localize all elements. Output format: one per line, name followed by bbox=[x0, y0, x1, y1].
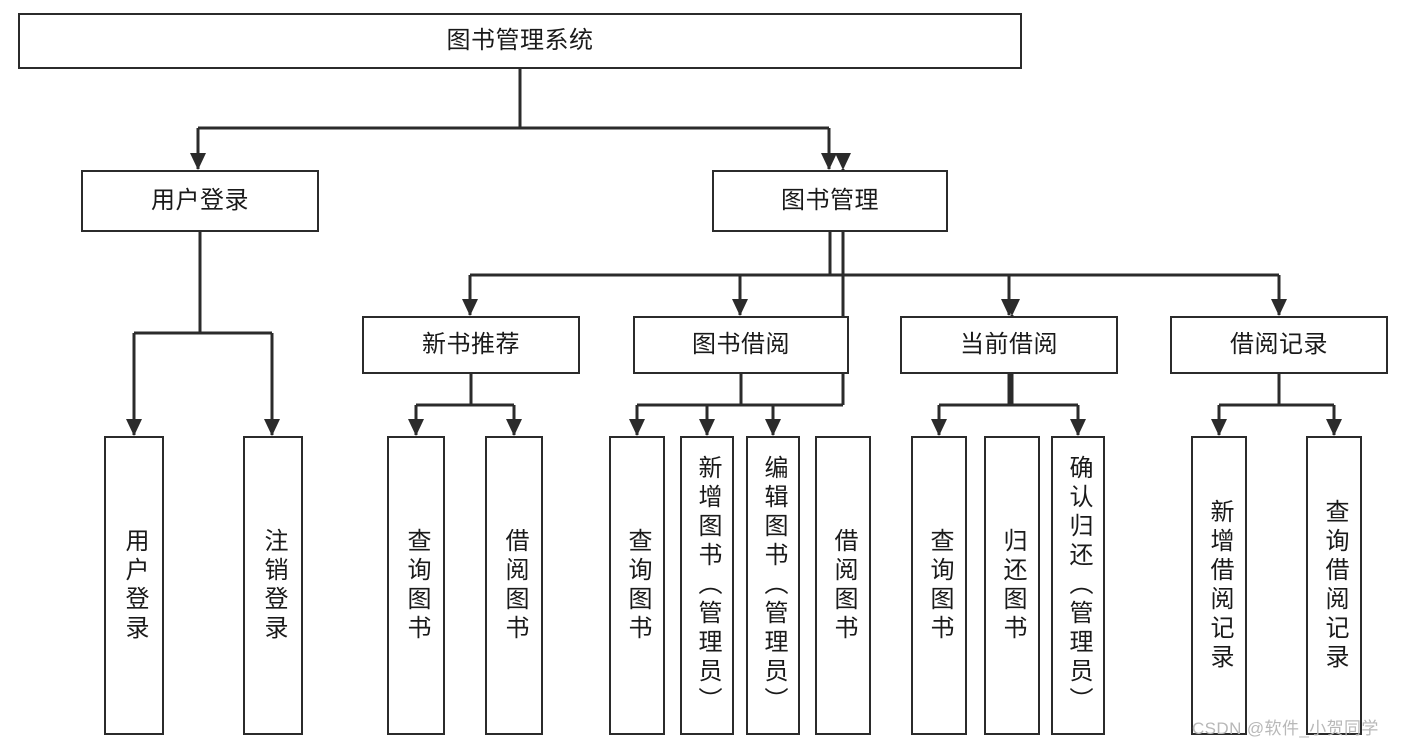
node-label: 借阅记录 bbox=[1230, 330, 1328, 358]
arrowhead-icon bbox=[629, 419, 645, 436]
node-label: 借阅图书 bbox=[501, 527, 528, 644]
arrowhead-icon bbox=[1070, 419, 1086, 436]
node-level3[interactable]: 借阅记录 bbox=[1170, 316, 1388, 374]
node-leaf[interactable]: 注销登录 bbox=[243, 436, 303, 735]
node-label: 查询图书 bbox=[926, 527, 953, 644]
node-level3[interactable]: 图书借阅 bbox=[633, 316, 849, 374]
arrowhead-icon bbox=[264, 419, 280, 436]
arrowhead-icon bbox=[1271, 299, 1287, 316]
node-label: 借阅图书 bbox=[830, 527, 857, 644]
node-leaf[interactable]: 查询图书 bbox=[387, 436, 445, 735]
arrowhead-icon bbox=[765, 419, 781, 436]
node-leaf[interactable]: 借阅图书 bbox=[815, 436, 871, 735]
node-leaf[interactable]: 用户登录 bbox=[104, 436, 164, 735]
arrowhead-icon bbox=[732, 299, 748, 316]
node-root[interactable]: 图书管理系统 bbox=[18, 13, 1022, 69]
node-leaf[interactable]: 查询图书 bbox=[911, 436, 967, 735]
node-leaf[interactable]: 查询图书 bbox=[609, 436, 665, 735]
arrowhead-icon bbox=[931, 419, 947, 436]
arrowhead-icon bbox=[821, 153, 837, 170]
arrowhead-icon bbox=[462, 299, 478, 316]
node-leaf[interactable]: 确认归还（管理员） bbox=[1051, 436, 1105, 735]
node-label: 注销登录 bbox=[260, 527, 287, 644]
node-label: 编辑图书（管理员） bbox=[760, 455, 787, 716]
arrowhead-icon bbox=[1326, 419, 1342, 436]
node-label: 当前借阅 bbox=[960, 330, 1058, 358]
node-label: 查询图书 bbox=[403, 527, 430, 644]
node-level2[interactable]: 图书管理 bbox=[712, 170, 948, 232]
node-leaf[interactable]: 归还图书 bbox=[984, 436, 1040, 735]
arrowhead-icon bbox=[506, 419, 522, 436]
node-label: 图书借阅 bbox=[692, 330, 790, 358]
node-label: 查询借阅记录 bbox=[1321, 498, 1348, 673]
node-level3[interactable]: 新书推荐 bbox=[362, 316, 580, 374]
connector-group bbox=[126, 69, 1342, 436]
node-label: 新增图书（管理员） bbox=[694, 455, 721, 716]
node-label: 新增借阅记录 bbox=[1206, 498, 1233, 673]
node-level2[interactable]: 用户登录 bbox=[81, 170, 319, 232]
node-label: 新书推荐 bbox=[422, 330, 520, 358]
arrowhead-icon bbox=[190, 153, 206, 170]
node-leaf[interactable]: 编辑图书（管理员） bbox=[746, 436, 800, 735]
node-leaf[interactable]: 查询借阅记录 bbox=[1306, 436, 1362, 735]
arrowhead-icon bbox=[1004, 299, 1020, 316]
arrowhead-icon bbox=[126, 419, 142, 436]
arrowhead-icon bbox=[699, 419, 715, 436]
node-label: 查询图书 bbox=[624, 527, 651, 644]
node-label: 归还图书 bbox=[999, 527, 1026, 644]
node-label: 用户登录 bbox=[121, 527, 148, 644]
watermark-label: CSDN @软件_小贺同学 bbox=[1192, 719, 1379, 738]
node-leaf[interactable]: 新增图书（管理员） bbox=[680, 436, 734, 735]
arrowhead-icon bbox=[835, 153, 851, 170]
node-leaf[interactable]: 借阅图书 bbox=[485, 436, 543, 735]
node-label: 确认归还（管理员） bbox=[1065, 455, 1092, 716]
node-label: 用户登录 bbox=[151, 186, 249, 214]
arrowhead-icon bbox=[1211, 419, 1227, 436]
node-level3[interactable]: 当前借阅 bbox=[900, 316, 1118, 374]
arrowhead-icon bbox=[408, 419, 424, 436]
node-label: 图书管理系统 bbox=[446, 26, 594, 54]
node-label: 图书管理 bbox=[781, 186, 879, 214]
node-leaf[interactable]: 新增借阅记录 bbox=[1191, 436, 1247, 735]
